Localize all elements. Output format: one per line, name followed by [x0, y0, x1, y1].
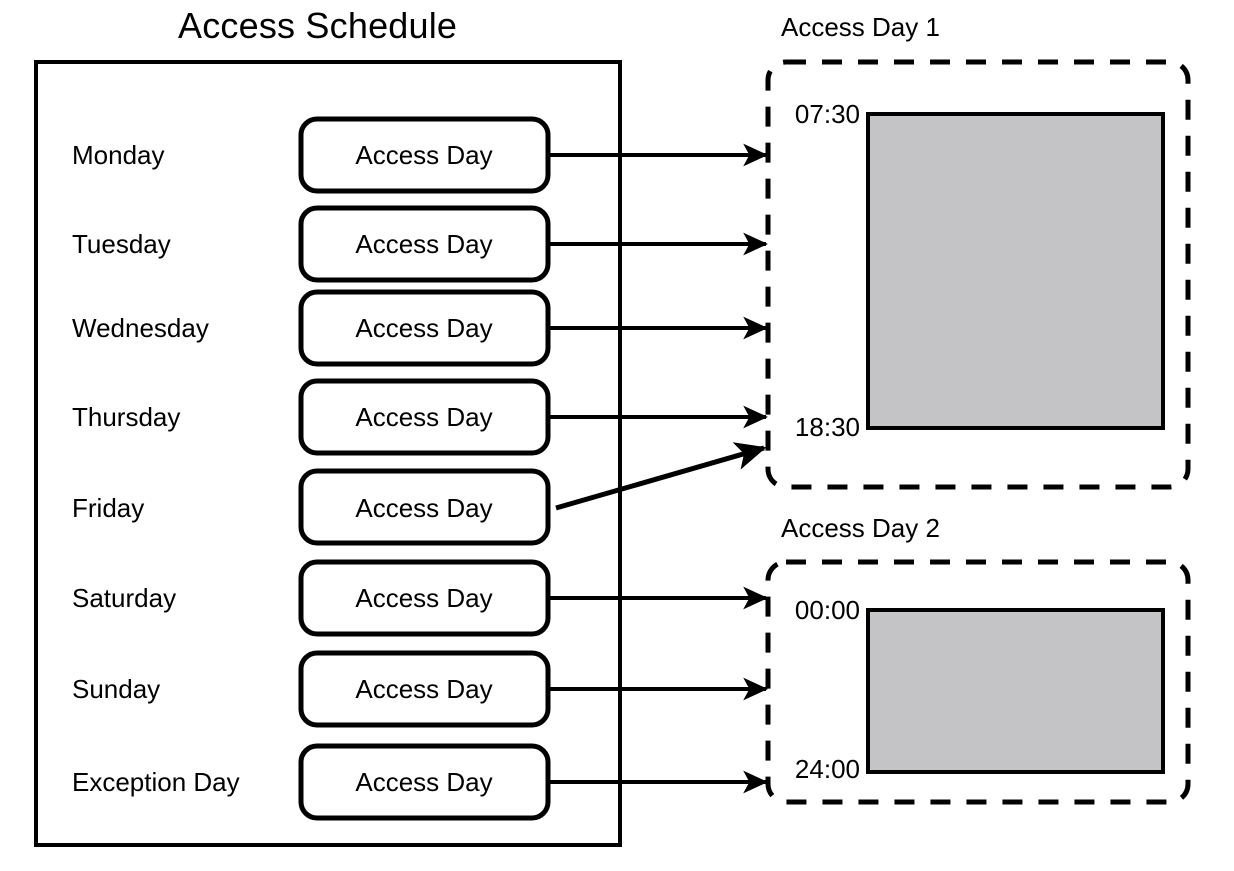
day-label-friday: Friday: [72, 493, 145, 523]
access-day-1-end-time: 18:30: [794, 412, 860, 442]
access-day-1-interval-bar: [866, 112, 1165, 430]
day-label-saturday: Saturday: [72, 583, 177, 613]
access-day-node-label: Access Day: [355, 493, 493, 523]
day-label-tuesday: Tuesday: [72, 229, 171, 259]
access-day-1-title: Access Day 1: [781, 12, 940, 42]
access-day-node-label: Access Day: [355, 767, 493, 797]
day-label-wednesday: Wednesday: [72, 313, 209, 343]
access-day-1-start-time: 07:30: [794, 99, 860, 129]
connector-arrow-friday: [555, 442, 767, 511]
page-title: Access Schedule: [178, 5, 458, 46]
access-day-2-panel: [765, 559, 1191, 805]
access-day-node-label: Access Day: [355, 313, 493, 343]
access-day-2-title: Access Day 2: [781, 513, 940, 543]
access-day-node-label: Access Day: [355, 140, 493, 170]
day-label-sunday: Sunday: [72, 674, 161, 704]
access-day-2-start-time: 00:00: [794, 595, 860, 625]
access-day-node-box[interactable]: [298, 468, 551, 546]
access-day-node-label: Access Day: [355, 674, 493, 704]
schedule-container-box: [34, 60, 622, 847]
day-label-thursday: Thursday: [72, 402, 181, 432]
day-label-exception-day: Exception Day: [72, 767, 240, 797]
day-label-monday: Monday: [72, 140, 165, 170]
access-day-2-interval-bar: [866, 608, 1165, 774]
access-day-2-end-time: 24:00: [794, 754, 860, 784]
access-day-node-label: Access Day: [355, 229, 493, 259]
access-day-1-panel: [765, 59, 1191, 490]
access-day-node-label: Access Day: [355, 402, 493, 432]
access-day-node-label: Access Day: [355, 583, 493, 613]
